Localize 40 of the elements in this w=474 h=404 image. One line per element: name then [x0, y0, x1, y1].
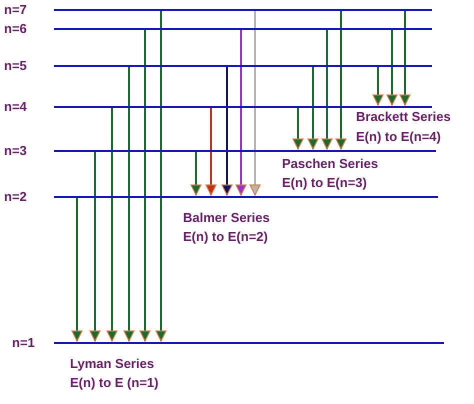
- transition-arrow: [336, 11, 346, 150]
- transition-arrow: [190, 152, 202, 196]
- transition-arrow: [322, 30, 332, 150]
- series-transition-label: E(n) to E (n=1): [70, 376, 158, 389]
- energy-level-line: [54, 106, 432, 108]
- series-transition-label: E(n) to E(n=4): [356, 130, 441, 143]
- level-label: n=6: [4, 22, 27, 35]
- level-label: n=5: [4, 59, 27, 72]
- transition-arrow: [400, 11, 410, 106]
- transition-arrow: [222, 67, 232, 196]
- transition-arrow: [90, 152, 100, 342]
- energy-level-line: [54, 65, 432, 67]
- series-transition-label: E(n) to E(n=2): [183, 230, 268, 243]
- transition-arrow: [250, 11, 260, 196]
- series-name: Lyman Series: [70, 357, 154, 370]
- transition-arrow: [308, 67, 318, 150]
- energy-level-line: [54, 9, 432, 11]
- level-label: n=1: [12, 336, 35, 349]
- transition-arrow: [72, 198, 82, 342]
- level-label: n=4: [4, 100, 27, 113]
- level-label: n=3: [4, 144, 27, 157]
- transition-arrow: [156, 11, 166, 342]
- series-transition-label: E(n) to E(n=3): [282, 176, 367, 189]
- transition-arrow: [206, 108, 216, 196]
- transition-arrow: [386, 30, 398, 106]
- transition-arrow: [372, 67, 384, 106]
- energy-level-line: [54, 150, 436, 152]
- transition-arrow: [292, 108, 304, 150]
- level-label: n=2: [4, 190, 27, 203]
- energy-level-line: [54, 196, 438, 198]
- level-label: n=7: [4, 3, 27, 16]
- transition-arrow: [124, 67, 134, 342]
- transition-arrow: [140, 30, 150, 342]
- series-name: Paschen Series: [282, 157, 378, 170]
- energy-level-line: [54, 342, 444, 344]
- series-name: Brackett Series: [356, 110, 451, 123]
- energy-level-line: [54, 28, 432, 30]
- series-name: Balmer Series: [183, 211, 270, 224]
- transition-arrow: [106, 108, 118, 342]
- transition-arrow: [236, 30, 246, 196]
